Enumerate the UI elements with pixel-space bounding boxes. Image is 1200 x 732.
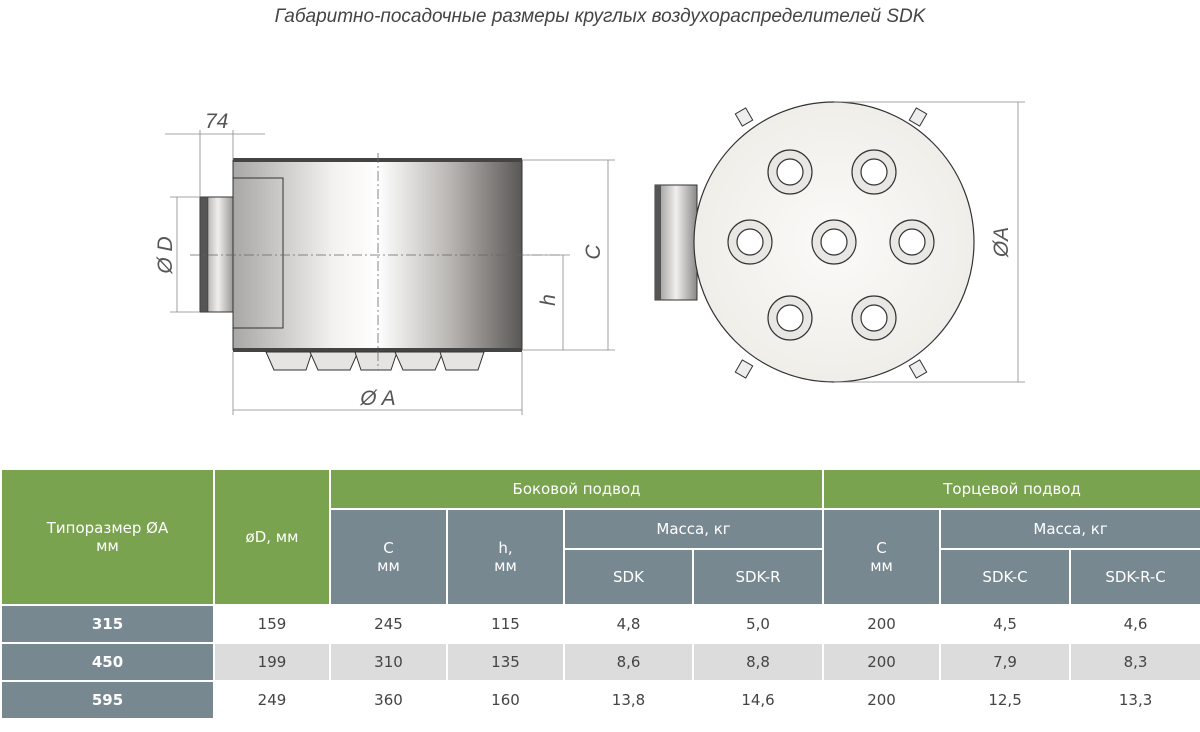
outlet-rings xyxy=(727,149,935,341)
cell: 159 xyxy=(213,604,331,644)
header-mass-end: Масса, кг xyxy=(939,508,1200,550)
cell: 5,0 xyxy=(691,604,825,644)
cell: 13,3 xyxy=(1069,680,1200,720)
cell: 115 xyxy=(446,604,565,644)
header-sdk-r-c: SDK-R-C xyxy=(1069,548,1200,606)
table-row: 595 249 360 160 13,8 14,6 200 12,5 13,3 xyxy=(0,680,1200,720)
cell: 14,6 xyxy=(691,680,825,720)
cell: 310 xyxy=(329,642,448,682)
header-sdk: SDK xyxy=(563,548,694,606)
header-side-connection: Боковой подвод xyxy=(328,468,825,510)
dim-d-label: Ø D xyxy=(154,236,177,274)
header-h: h, мм xyxy=(446,508,565,606)
cell: 200 xyxy=(822,642,942,682)
header-d: øD, мм xyxy=(213,468,331,606)
cell: 160 xyxy=(446,680,565,720)
header-size: Типоразмер ØA мм xyxy=(0,468,215,606)
front-view: ØA xyxy=(654,101,1025,383)
dim-a-front-label: ØA xyxy=(990,227,1013,258)
cell: 4,6 xyxy=(1069,604,1200,644)
header-sdk-r: SDK-R xyxy=(691,548,825,606)
side-view: 74 Ø D C h Ø A xyxy=(154,110,615,415)
nozzles xyxy=(265,351,485,371)
page-title: Габаритно-посадочные размеры круглых воз… xyxy=(274,6,926,27)
dim-c-label: C xyxy=(582,244,605,260)
technical-drawing: 74 Ø D C h Ø A ØA xyxy=(154,101,1025,415)
cell-size: 315 xyxy=(0,604,215,644)
header-c-end: С мм xyxy=(822,508,942,606)
cell: 245 xyxy=(329,604,448,644)
cell: 199 xyxy=(213,642,331,682)
cell: 8,3 xyxy=(1069,642,1200,682)
header-sdk-c: SDK-C xyxy=(939,548,1072,606)
header-mass-side: Масса, кг xyxy=(562,508,825,550)
dim-a-side-label: Ø A xyxy=(359,387,395,410)
cell: 4,5 xyxy=(939,604,1072,644)
header-end-connection: Торцевой подвод xyxy=(822,468,1200,510)
cell: 135 xyxy=(446,642,565,682)
cell: 360 xyxy=(329,680,448,720)
cell-size: 450 xyxy=(0,642,215,682)
header-c: С мм xyxy=(329,508,448,606)
dim-74-label: 74 xyxy=(205,110,228,133)
cell: 200 xyxy=(822,604,942,644)
cell-size: 595 xyxy=(0,680,215,720)
cell: 7,9 xyxy=(939,642,1072,682)
dimensions-table: Типоразмер ØA мм øD, мм Боковой подвод Т… xyxy=(0,468,1200,720)
cell: 200 xyxy=(822,680,942,720)
table-row: 450 199 310 135 8,6 8,8 200 7,9 8,3 xyxy=(0,642,1200,682)
cell: 8,6 xyxy=(563,642,694,682)
cell: 4,8 xyxy=(563,604,694,644)
cell: 8,8 xyxy=(691,642,825,682)
dim-h-label: h xyxy=(537,294,560,306)
cell: 12,5 xyxy=(939,680,1072,720)
table-row: 315 159 245 115 4,8 5,0 200 4,5 4,6 xyxy=(0,604,1200,644)
cell: 249 xyxy=(213,680,331,720)
cell: 13,8 xyxy=(563,680,694,720)
